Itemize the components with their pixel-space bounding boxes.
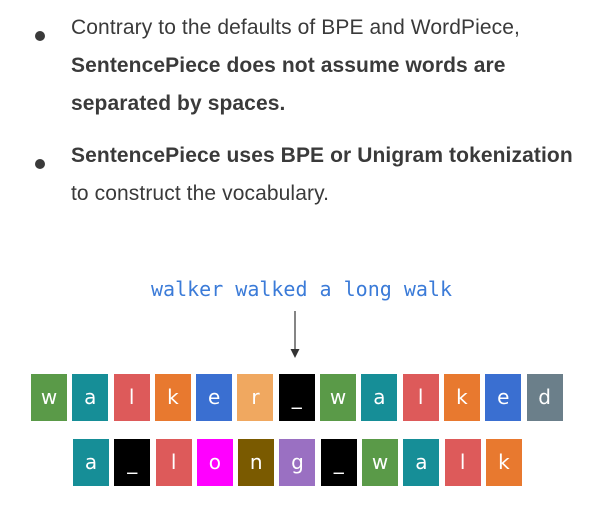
token-box: _: [320, 439, 357, 486]
bullet-1-lead: Contrary to the defaults of BPE and Word…: [71, 16, 520, 39]
bullet-2-tail: to construct the vocabulary.: [71, 182, 330, 205]
token-box: e: [196, 374, 233, 421]
token-box: d: [526, 374, 563, 421]
token-box: a: [72, 374, 109, 421]
token-text: a: [373, 384, 386, 409]
token-box: w: [31, 374, 67, 421]
token-text: k: [456, 384, 468, 409]
token-box: w: [362, 439, 399, 486]
bullet-dot-icon: [35, 159, 45, 169]
bullet-text-1: Contrary to the defaults of BPE and Word…: [71, 9, 585, 123]
bullet-dot-icon: [35, 31, 45, 41]
token-text: l: [417, 384, 424, 409]
token-row-2: a _ l o n g _ w a l k: [73, 439, 527, 486]
token-text: e: [208, 384, 221, 409]
token-box: w: [320, 374, 357, 421]
token-text: g: [291, 449, 304, 474]
bullet-text-2: SentencePiece uses BPE or Unigram tokeni…: [71, 137, 585, 213]
token-text: w: [371, 449, 389, 474]
token-row-1: w a l k e r _ w a l k e d: [31, 374, 568, 421]
token-box: l: [402, 374, 439, 421]
token-text: a: [415, 449, 428, 474]
token-box: a: [403, 439, 440, 486]
token-text: _: [333, 449, 344, 474]
token-box: k: [443, 374, 480, 421]
token-text: e: [497, 384, 510, 409]
token-box: k: [154, 374, 191, 421]
token-text: k: [498, 449, 510, 474]
token-box: o: [196, 439, 233, 486]
token-text: n: [249, 449, 263, 474]
bullet-1-bold: SentencePiece does not assume words are …: [71, 54, 506, 115]
token-text: _: [291, 384, 302, 409]
token-box: _: [114, 439, 151, 486]
token-box: l: [444, 439, 481, 486]
bullet-item-2: SentencePiece uses BPE or Unigram tokeni…: [35, 137, 585, 213]
token-text: k: [167, 384, 179, 409]
token-box: g: [279, 439, 316, 486]
token-box: e: [485, 374, 522, 421]
token-text: o: [208, 449, 222, 474]
token-text: w: [329, 384, 347, 409]
token-box: a: [361, 374, 398, 421]
down-arrow-icon: [290, 311, 300, 358]
token-text: _: [127, 449, 138, 474]
bullet-item-1: Contrary to the defaults of BPE and Word…: [35, 9, 585, 123]
token-text: a: [84, 449, 98, 474]
token-box: l: [113, 374, 150, 421]
token-box: _: [278, 374, 315, 421]
token-text: r: [251, 384, 260, 409]
token-text: l: [128, 384, 135, 409]
token-box: r: [237, 374, 274, 421]
input-sentence: walker walked a long walk: [150, 277, 453, 301]
token-text: l: [170, 449, 177, 474]
token-box: l: [155, 439, 192, 486]
token-text: w: [40, 384, 58, 409]
token-text: l: [459, 449, 466, 474]
token-box: a: [73, 439, 109, 486]
token-text: d: [538, 384, 551, 409]
token-text: a: [84, 384, 97, 409]
token-box: k: [485, 439, 522, 486]
token-box: n: [238, 439, 275, 486]
bullet-2-bold: SentencePiece uses BPE or Unigram tokeni…: [71, 144, 573, 167]
